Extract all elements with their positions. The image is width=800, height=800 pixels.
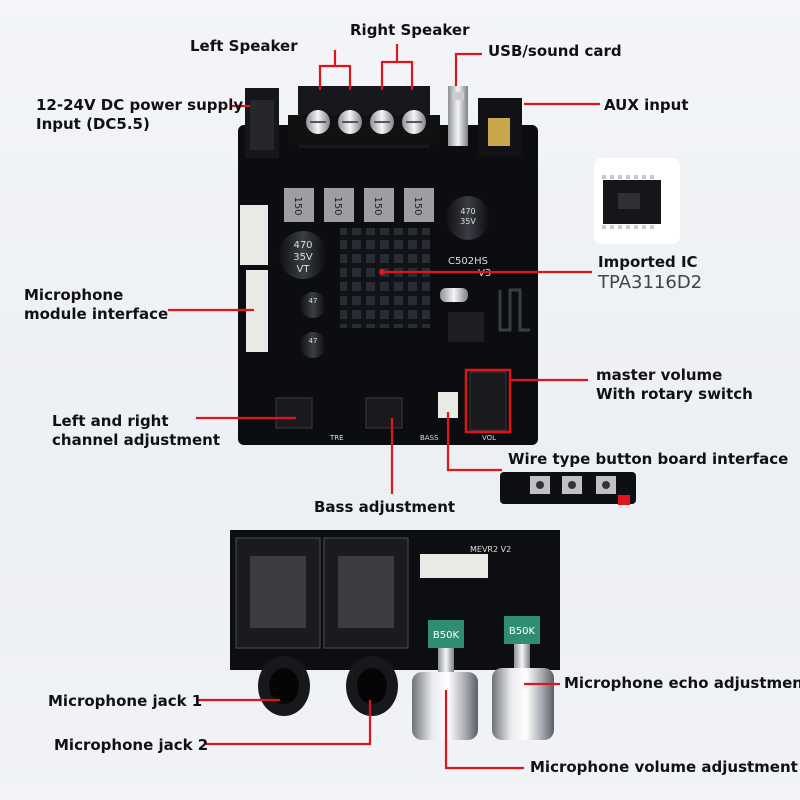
label-lr-adjust-line2: channel adjustment <box>52 431 221 449</box>
volume-highlight-box <box>464 368 512 434</box>
svg-text:470: 470 <box>293 240 312 251</box>
crystal <box>440 288 468 302</box>
svg-text:47: 47 <box>309 337 318 345</box>
pcb-antenna <box>498 288 530 332</box>
label-power-line2: Input (DC5.5) <box>36 115 150 133</box>
svg-text:47: 47 <box>309 297 318 305</box>
amplifier-board: 150 150 150 150 470 35V 470 35V VT 47 47… <box>238 86 538 445</box>
svg-text:35V: 35V <box>293 252 313 263</box>
svg-text:150: 150 <box>372 196 383 215</box>
silk-bass: BASS <box>420 434 439 442</box>
mic-module-connector <box>240 205 268 352</box>
button-board <box>500 472 636 505</box>
silk-vol: VOL <box>482 434 496 442</box>
usb-port <box>448 86 468 146</box>
label-imported-ic: Imported IC <box>598 253 698 271</box>
svg-text:35V: 35V <box>460 217 476 226</box>
svg-text:VT: VT <box>297 264 311 275</box>
label-right-speaker: Right Speaker <box>350 21 470 39</box>
chip-silk-text: C502HS <box>448 256 488 267</box>
dc-jack <box>245 88 279 158</box>
label-mic-volume: Microphone volume adjustment <box>530 758 798 776</box>
microphone-board: B50K B50K MEVR2 V2 <box>230 530 560 740</box>
label-power-line1: 12-24V DC power supply <box>36 96 244 114</box>
aux-jack <box>478 98 522 156</box>
label-ic-name: TPA3116D2 <box>598 272 703 293</box>
svg-text:470: 470 <box>460 207 475 216</box>
label-mic-echo: Microphone echo adjustment <box>564 674 800 692</box>
label-left-speaker: Left Speaker <box>190 37 298 55</box>
svg-text:150: 150 <box>292 196 303 215</box>
svg-text:150: 150 <box>412 196 423 215</box>
label-bass-adjust: Bass adjustment <box>314 498 456 516</box>
label-mic-jack-2: Microphone jack 2 <box>54 736 209 754</box>
heatsink <box>340 228 430 328</box>
label-mic-module-line1: Microphone <box>24 286 124 304</box>
label-master-volume-line1: master volume <box>596 366 723 384</box>
speaker-terminal-block <box>288 86 440 148</box>
capacitors: 470 35V 470 35V VT 47 47 <box>279 196 490 358</box>
silk-tre: TRE <box>329 434 344 442</box>
inductors: 150 150 150 150 <box>284 188 434 222</box>
svg-text:B50K: B50K <box>433 630 460 641</box>
label-wire-button: Wire type button board interface <box>508 450 789 468</box>
label-usb-sound-card: USB/sound card <box>488 42 622 60</box>
label-master-volume-line2: With rotary switch <box>596 385 753 403</box>
chip-silk-text-2: V3 <box>478 268 491 279</box>
pin-headers <box>275 371 507 431</box>
label-lr-adjust-line1: Left and right <box>52 412 169 430</box>
svg-text:150: 150 <box>332 196 343 215</box>
bluetooth-chip <box>448 312 484 342</box>
label-aux-input: AUX input <box>604 96 689 114</box>
label-mic-module-line2: module interface <box>24 305 169 323</box>
ic-thumbnail <box>594 158 680 244</box>
svg-text:MEVR2 V2: MEVR2 V2 <box>470 545 511 554</box>
callout-lines <box>168 44 600 770</box>
label-mic-jack-1: Microphone jack 1 <box>48 692 203 710</box>
svg-text:B50K: B50K <box>509 626 536 637</box>
